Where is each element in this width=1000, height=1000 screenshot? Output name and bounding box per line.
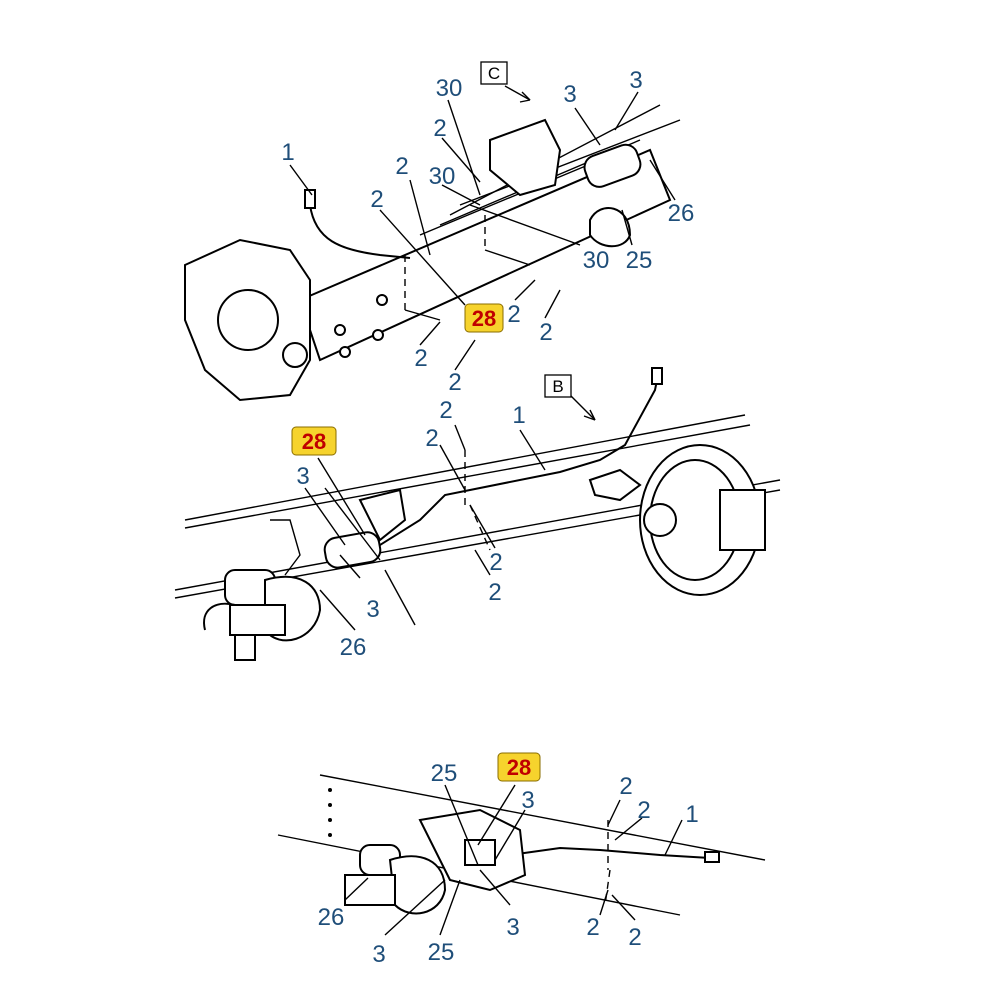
callout-3: 3: [372, 941, 385, 968]
frame-bolt: [334, 324, 346, 336]
view-label-b-text: B: [552, 377, 563, 396]
mounting-bracket-c: [489, 118, 562, 197]
clip-line: [604, 869, 611, 906]
callout-30: 30: [583, 247, 610, 274]
hose-fitting-top: [304, 189, 316, 209]
frame-bolt: [376, 294, 388, 306]
callout-2: 2: [370, 186, 383, 213]
callout-2: 2: [619, 773, 632, 800]
callout-3: 3: [521, 787, 534, 814]
callout-2: 2: [539, 319, 552, 346]
callout-3: 3: [296, 463, 309, 490]
brake-hose-top: [309, 204, 411, 259]
valve-block-b: [229, 604, 286, 636]
highlight-callout-28-top: 28: [464, 303, 504, 333]
svg-text:28: 28: [302, 429, 326, 454]
hub-b: [643, 503, 677, 537]
brake-line-b: [379, 374, 659, 546]
hub-circle: [217, 289, 279, 351]
callout-3: 3: [563, 81, 576, 108]
view-label-b: B: [544, 374, 572, 398]
air-chamber-c: [589, 207, 632, 248]
air-chamber-lower: [388, 855, 447, 915]
view-label-c-text: C: [488, 64, 500, 83]
callouts-view-bottom: 25 3 2 2 1 26 3 2 2 3 25: [318, 760, 699, 968]
svg-text:28: 28: [507, 755, 531, 780]
highlight-callout-28-middle: 28: [291, 426, 337, 456]
callout-30: 30: [436, 75, 463, 102]
relay-valve-b: [323, 531, 382, 569]
svg-text:28: 28: [472, 306, 496, 331]
callout-26: 26: [668, 200, 695, 227]
clip-line: [469, 504, 491, 551]
callout-2: 2: [395, 153, 408, 180]
frame-rail-lower-top: [319, 774, 766, 861]
callout-3: 3: [629, 67, 642, 94]
callout-2: 2: [414, 345, 427, 372]
callout-3: 3: [366, 596, 379, 623]
clip-line: [404, 309, 441, 321]
hose-fitting-lower: [704, 851, 720, 863]
callout-2: 2: [448, 369, 461, 396]
callout-1: 1: [512, 402, 525, 429]
valve-block-lower: [344, 874, 396, 906]
relay-valve-c: [583, 143, 642, 188]
view-c-assembly: [184, 104, 681, 402]
callout-26: 26: [340, 634, 367, 661]
callout-2: 2: [637, 797, 650, 824]
leaders-view-bottom: [344, 784, 683, 936]
callout-2: 2: [628, 924, 641, 951]
callouts-view-b: 2 1 2 3 2 2 3 26: [296, 397, 525, 661]
slack-adjuster-b: [588, 468, 642, 502]
air-line-b: [203, 602, 236, 631]
callout-2: 2: [507, 301, 520, 328]
frame-rail-b-top-2: [184, 424, 751, 529]
highlight-callout-28-bottom: 28: [497, 752, 541, 782]
hose-fitting-b: [651, 367, 663, 385]
bracket-b: [270, 519, 301, 576]
frame-bolt: [339, 346, 351, 358]
callout-2: 2: [586, 914, 599, 941]
callout-2: 2: [433, 115, 446, 142]
callout-3: 3: [506, 914, 519, 941]
callout-1: 1: [685, 801, 698, 828]
valve-port-b: [234, 634, 256, 661]
callout-30: 30: [429, 163, 456, 190]
callout-2: 2: [439, 397, 452, 424]
view-label-c: C: [480, 61, 508, 85]
callout-25: 25: [626, 247, 653, 274]
callout-26: 26: [318, 904, 345, 931]
frame-rail-edge: [419, 159, 601, 236]
callouts-view-c: 1 30 2 2 30 2 30 25 26 3 3 2 2 2 2: [281, 67, 694, 396]
drum-flange-b: [719, 489, 766, 551]
frame-bolt: [372, 329, 384, 341]
callout-25: 25: [428, 939, 455, 966]
callout-25: 25: [431, 760, 458, 787]
callout-2: 2: [425, 425, 438, 452]
clip-line: [484, 249, 531, 266]
chamber-port: [282, 342, 308, 368]
brake-line-bundle-3: [459, 119, 681, 206]
leaders-view-c: [289, 85, 676, 371]
mounting-bracket-b: [358, 488, 407, 542]
view-b-assembly: [174, 367, 781, 661]
callout-2: 2: [489, 549, 502, 576]
callout-2: 2: [488, 579, 501, 606]
callout-1: 1: [281, 139, 294, 166]
leaders-view-b: [304, 394, 596, 631]
frame-rail-top: [298, 148, 672, 362]
